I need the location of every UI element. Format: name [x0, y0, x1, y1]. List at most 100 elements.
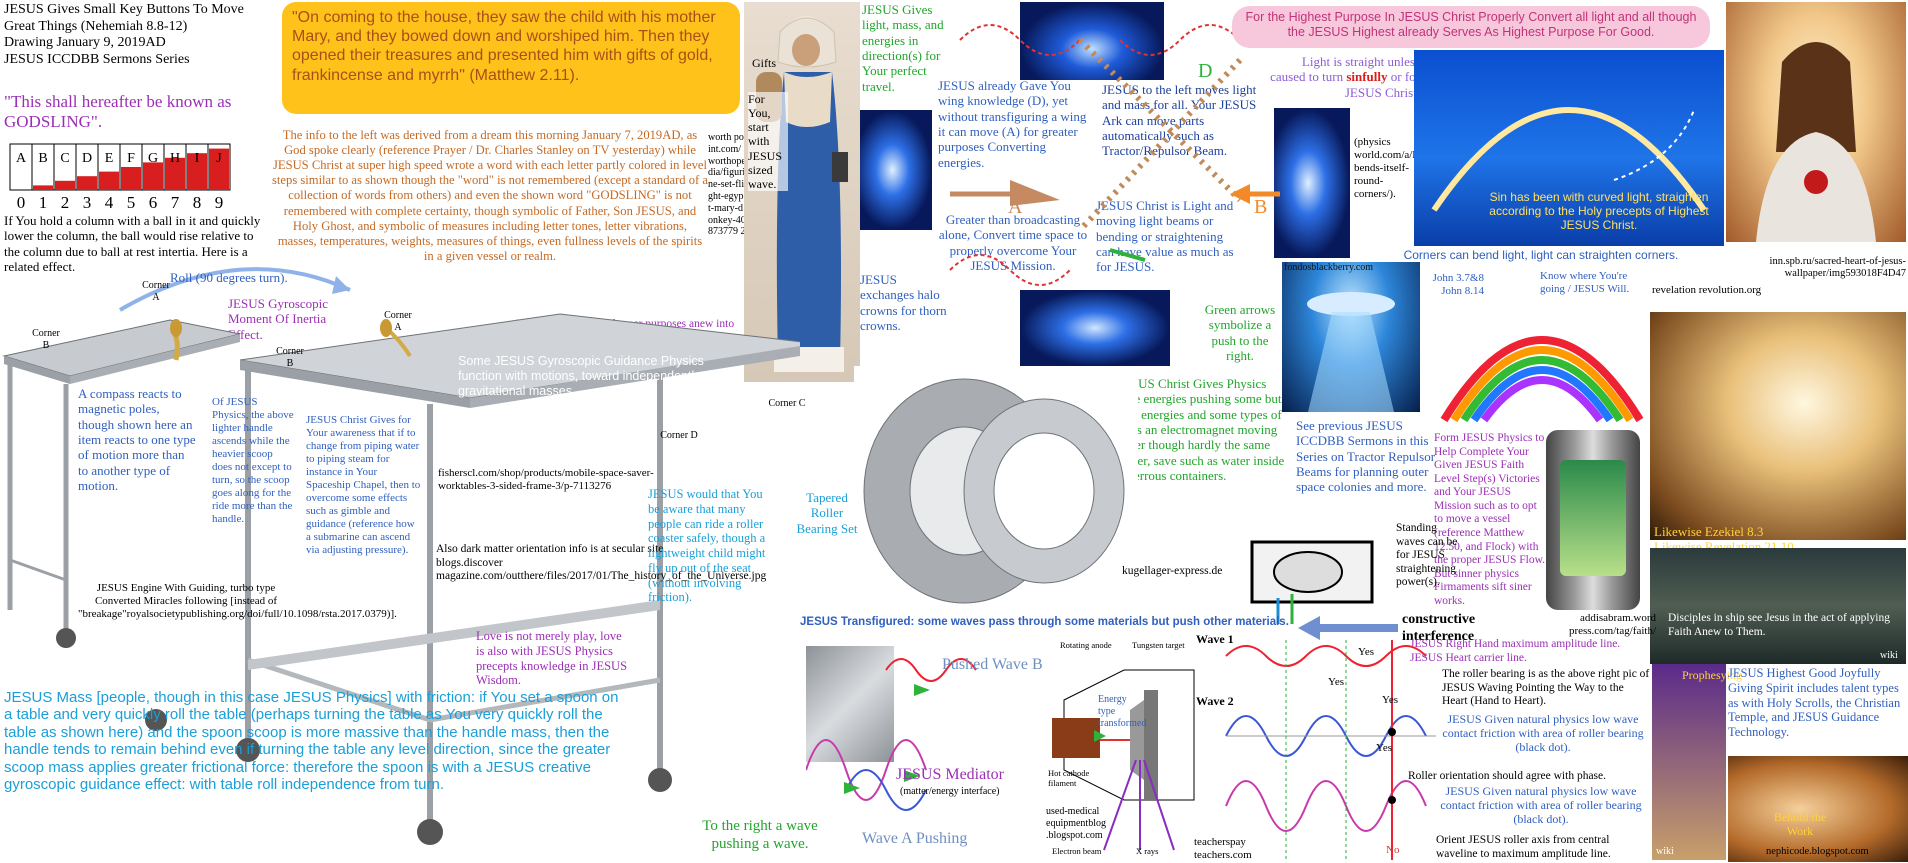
- transfigured-text: JESUS Transfigured: some waves pass thro…: [800, 616, 1289, 628]
- nephi-text: nephicode.blogspot.com: [1766, 846, 1869, 857]
- engine-text: JESUS Engine With Guiding, turbo type Co…: [78, 582, 397, 620]
- ball-column-text: If You hold a column with a ball in it a…: [4, 213, 261, 274]
- letter-glyph: D: [82, 151, 92, 166]
- revelation-image: [1650, 312, 1906, 540]
- corner-a-2: Corner A: [384, 310, 412, 333]
- teachers-text: teacherspay teachers.com: [1194, 836, 1252, 861]
- compass-text: A compass reacts to magnetic poles, thou…: [78, 386, 196, 493]
- letter-a: A: [1008, 196, 1023, 218]
- ufo-svg: [1307, 292, 1395, 412]
- letter-number: 8: [193, 193, 202, 212]
- curved-text: Sin has been with curved light, straight…: [1489, 190, 1709, 233]
- spectrum-image-left: [860, 110, 932, 230]
- green-arrows-text: Green arrows symbolize a push to the rig…: [1204, 302, 1276, 363]
- roll-label: Roll (90 degrees turn).: [170, 270, 288, 285]
- wave-drawing: [806, 658, 977, 811]
- straight-text-part-3: or for JESUS Christ.: [1344, 69, 1420, 100]
- halo-text: JESUS exchanges halo crowns for thorn cr…: [860, 272, 947, 333]
- roller-coaster-text: JESUS would that You be aware that many …: [648, 487, 766, 605]
- ufo-image: [1282, 262, 1420, 412]
- roller-desc-text: The roller bearing is as the above right…: [1442, 668, 1650, 708]
- letter-glyph: C: [60, 151, 69, 166]
- portrait-svg: [1756, 42, 1876, 242]
- letter-number: 2: [61, 193, 70, 212]
- xray-hot-label: Hot cathode filament: [1048, 768, 1090, 789]
- letter-number: 1: [39, 193, 48, 212]
- corners-text: Corners can bend light, light can straig…: [1403, 248, 1679, 262]
- xray-tube-drawing: [1052, 669, 1195, 851]
- blue-arrow: [1298, 616, 1398, 640]
- disciples-text: Disciples in ship see Jesus in the act o…: [1668, 612, 1890, 638]
- corner-b-1: Corner B: [32, 328, 60, 351]
- for-you-text: For You, start with JESUS sized wave.: [748, 92, 788, 192]
- wiki-2: wiki: [1656, 846, 1674, 857]
- godsling-text: "This shall hereafter be known as GODSLI…: [4, 92, 232, 132]
- yes-label-3: Yes: [1382, 694, 1399, 706]
- awareness-text: JESUS Christ Gives for Your awareness th…: [306, 414, 421, 556]
- letter-number: 3: [83, 193, 92, 212]
- mediator-sub: (matter/energy interface): [900, 786, 1000, 797]
- helix-arrows-drawing: [949, 24, 1280, 286]
- letter-glyph: B: [38, 151, 47, 166]
- letter-d: D: [1198, 60, 1213, 82]
- letter-fill: [187, 153, 207, 190]
- title-line-3: Drawing January 9, 2019AD: [4, 35, 166, 51]
- used-medical-text: used-medical equipmentblog .blogspot.com: [1046, 806, 1106, 841]
- spectrum-image-bottom: [1020, 290, 1170, 366]
- mass-text: JESUS Mass [people, though in this case …: [4, 689, 619, 793]
- ship-image: [1650, 548, 1906, 664]
- highest-purpose-text: For the Highest Purpose In JESUS Christ …: [1245, 10, 1697, 39]
- quote-text: "On coming to the house, they saw the ch…: [292, 9, 716, 84]
- roller-orient-text: Roller orientation should agree with pha…: [1408, 770, 1607, 782]
- slinky-image: [1434, 300, 1650, 432]
- left-moves-text: JESUS to the left moves light and mass f…: [1102, 82, 1257, 159]
- yes-label-4: Yes: [1376, 742, 1393, 754]
- given-natural-text-2: JESUS Given natural physics low wave con…: [1440, 784, 1642, 827]
- spectrum-image-right: [1274, 108, 1350, 258]
- highest-good-text: JESUS Highest Good Joyfully Giving Spiri…: [1728, 666, 1901, 739]
- dark-matter-text: Also dark matter orientation info is at …: [436, 543, 767, 583]
- letter-glyph: H: [170, 151, 180, 166]
- highest-purpose-box: For the Highest Purpose In JESUS Christ …: [1232, 6, 1710, 48]
- letter-number: 0: [17, 193, 26, 212]
- page-title: JESUS Gives Small Key Buttons To Move Gr…: [4, 2, 294, 68]
- to-the-right-text: To the right a wave pushing a wave.: [702, 818, 818, 852]
- guidance-text: Some JESUS Gyroscopic Guidance Physics f…: [458, 354, 715, 398]
- worth-text: worth point.com/worthopedia/figurine-set…: [708, 132, 746, 238]
- letter-glyph: J: [216, 151, 222, 166]
- dream-text: The info to the left was derived from a …: [272, 128, 708, 263]
- mary-figurine-image: [744, 2, 860, 382]
- xray-energy-label: Energy type transformed: [1098, 694, 1147, 729]
- bearing-svg: [863, 378, 1125, 604]
- light-mass-text: JESUS Gives light, mass, and energies in…: [862, 2, 944, 94]
- fisher-text: fisherscl.com/shop/products/mobile-space…: [438, 467, 654, 492]
- bearing-image: [854, 366, 1138, 616]
- quote-box: "On coming to the house, they saw the ch…: [282, 2, 740, 114]
- wave-phase-diagram: [1225, 640, 1436, 860]
- capsule-inner: [1560, 460, 1626, 576]
- prophesying-image: [1652, 664, 1726, 860]
- xray-electron-label: Electron beam: [1052, 846, 1102, 856]
- slinky-svg: [1440, 336, 1644, 423]
- letter-fill: [209, 148, 229, 190]
- letter-glyph: F: [127, 151, 135, 166]
- wing-text: JESUS already Gave You wing knowledge (D…: [938, 78, 1092, 170]
- wave1-label: Wave 1: [1196, 632, 1234, 646]
- letter-glyph: A: [16, 151, 27, 166]
- corner-a-1: Corner A: [142, 280, 170, 303]
- yes-label-2: Yes: [1328, 676, 1345, 688]
- letter-fill: [77, 176, 97, 190]
- letter-b: B: [1254, 196, 1268, 218]
- fonds-text: fondosblackberry.com: [1284, 262, 1374, 273]
- straight-text-sinfully: sinfully: [1346, 69, 1388, 85]
- form-text: Form JESUS Physics to Help Complete Your…: [1434, 432, 1546, 607]
- heart-text: JESUS Right Hand maximum amplitude line.…: [1410, 638, 1621, 664]
- wave2-label: Wave 2: [1196, 694, 1234, 708]
- curved-light-image: Sin has been with curved light, straight…: [1414, 50, 1724, 246]
- letter-fill: [121, 167, 141, 190]
- know-text: Know where You're going / JESUS Will.: [1540, 270, 1630, 295]
- addis-text: addisabram.word press.com/tag/faith/: [1568, 612, 1656, 637]
- letter-fill: [55, 180, 75, 190]
